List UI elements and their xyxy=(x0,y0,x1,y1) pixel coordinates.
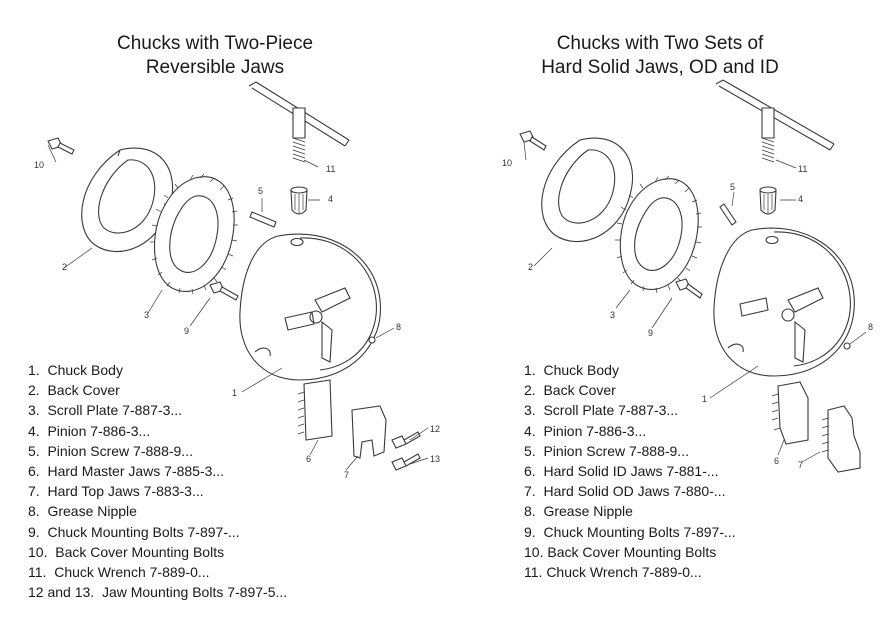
callout-4: 4 xyxy=(798,194,803,204)
title-line: Chucks with Two-Piece xyxy=(116,33,314,54)
callout-9: 9 xyxy=(648,328,653,338)
right-parts-list: 1. Chuck Body 2. Back Cover 3. Scroll Pl… xyxy=(524,360,736,582)
title-line: Reversible Jaws xyxy=(145,57,285,78)
left-parts-list: 1. Chuck Body 2. Back Cover 3. Scroll Pl… xyxy=(28,360,287,602)
grease-nipple-drawing xyxy=(368,336,376,344)
pinion-screw-drawing xyxy=(249,211,277,228)
callout-6: 6 xyxy=(306,454,311,464)
right-diagram-panel: 1 2 3 4 5 6 7 8 9 10 11 Chucks with Two … xyxy=(440,0,880,617)
parts-list-item: 5. Pinion Screw 7-888-9... xyxy=(524,442,689,459)
parts-list-item: 9. Chuck Mounting Bolts 7-897-... xyxy=(524,523,736,540)
parts-list-item: 7. Hard Solid OD Jaws 7-880-... xyxy=(524,483,726,500)
parts-list-item: 5. Pinion Screw 7-888-9... xyxy=(28,442,193,459)
back-cover-bolt-drawing xyxy=(519,130,547,151)
grease-nipple-drawing xyxy=(843,342,851,350)
callout-12: 12 xyxy=(430,424,440,434)
callout-11: 11 xyxy=(798,164,807,174)
left-panel-title: Chucks with Two-Piece Reversible Jaws xyxy=(60,32,370,80)
leader-lines xyxy=(523,141,867,463)
callout-2: 2 xyxy=(528,262,533,272)
id-jaw-drawing xyxy=(771,381,809,445)
chuck-mounting-bolt-drawing xyxy=(209,281,239,301)
callout-5: 5 xyxy=(258,186,263,196)
parts-list-item: 10. Back Cover Mounting Bolts xyxy=(524,543,717,560)
callout-2: 2 xyxy=(62,262,67,272)
callout-4: 4 xyxy=(328,194,333,204)
parts-list-item: 1. Chuck Body xyxy=(28,362,123,378)
callout-3: 3 xyxy=(144,310,149,320)
jaw-bolts-drawing xyxy=(391,431,421,471)
parts-list-item: 11. Chuck Wrench 7-889-0... xyxy=(28,564,210,581)
callout-1: 1 xyxy=(232,388,237,398)
chuck-body-drawing xyxy=(713,227,855,377)
parts-list-item: 6. Hard Solid ID Jaws 7-881-... xyxy=(524,463,719,480)
parts-list-item: 8. Grease Nipple xyxy=(524,503,633,520)
callout-5: 5 xyxy=(730,182,735,192)
parts-list-item: 4. Pinion 7-886-3... xyxy=(28,422,151,439)
parts-list-item: 2. Back Cover xyxy=(524,382,616,399)
pinion-drawing xyxy=(759,186,777,215)
back-cover-drawing xyxy=(541,137,634,243)
parts-list-item: 12 and 13. Jaw Mounting Bolts 7-897-5... xyxy=(28,584,288,601)
callout-numbers: 1 2 3 4 5 6 7 8 9 10 11 12 13 xyxy=(34,160,440,480)
pinion-drawing xyxy=(290,186,308,215)
exploded-view-solid-jaws: 1 2 3 4 5 6 7 8 9 10 11 xyxy=(502,79,873,473)
pinion-screw-drawing xyxy=(719,203,737,226)
callout-7: 7 xyxy=(344,470,349,480)
chuck-mounting-bolt-drawing xyxy=(675,278,703,299)
callout-6: 6 xyxy=(774,456,779,466)
callout-1: 1 xyxy=(702,394,707,404)
callout-11: 11 xyxy=(326,164,335,174)
parts-list-item: 9. Chuck Mounting Bolts 7-897-... xyxy=(28,523,240,540)
parts-list-item: 11. Chuck Wrench 7-889-0... xyxy=(524,564,702,581)
right-panel-title: Chucks with Two Sets of Hard Solid Jaws,… xyxy=(505,32,815,80)
callout-8: 8 xyxy=(396,322,401,332)
chuck-wrench-drawing xyxy=(248,81,350,163)
master-jaw-drawing xyxy=(297,379,333,441)
parts-list-item: 4. Pinion 7-886-3... xyxy=(524,422,647,439)
od-jaw-drawing xyxy=(821,405,861,473)
parts-list-item: 8. Grease Nipple xyxy=(28,503,137,520)
callout-numbers: 1 2 3 4 5 6 7 8 9 10 11 xyxy=(502,158,873,470)
back-cover-bolt-drawing xyxy=(47,137,75,155)
parts-list-item: 10. Back Cover Mounting Bolts xyxy=(28,543,225,560)
callout-10: 10 xyxy=(34,160,44,170)
callout-13: 13 xyxy=(430,454,440,464)
callout-8: 8 xyxy=(868,322,873,332)
parts-list-item: 3. Scroll Plate 7-887-3... xyxy=(524,402,679,419)
parts-list-item: 6. Hard Master Jaws 7-885-3... xyxy=(28,463,225,480)
callout-7: 7 xyxy=(798,460,803,470)
title-line: Hard Solid Jaws, OD and ID xyxy=(541,57,779,78)
leader-lines xyxy=(47,144,429,471)
callout-3: 3 xyxy=(610,310,615,320)
exploded-view-two-piece-jaws: 1 2 3 4 5 6 7 8 9 10 11 12 13 xyxy=(34,81,440,480)
left-diagram-panel: 1 2 3 4 5 6 7 8 9 10 11 12 13 Chucks wit… xyxy=(28,32,440,602)
title-line: Chucks with Two Sets of xyxy=(556,33,764,54)
callout-10: 10 xyxy=(502,158,512,168)
scroll-plate-drawing xyxy=(615,175,702,294)
parts-list-item: 7. Hard Top Jaws 7-883-3... xyxy=(28,483,204,500)
top-jaw-drawing xyxy=(351,405,387,459)
callout-9: 9 xyxy=(184,326,189,336)
parts-list-item: 2. Back Cover xyxy=(28,382,120,399)
parts-list-item: 1. Chuck Body xyxy=(524,362,619,378)
chuck-wrench-drawing xyxy=(715,79,835,163)
parts-list-item: 3. Scroll Plate 7-887-3... xyxy=(28,402,183,419)
scroll-plate-drawing xyxy=(150,173,238,295)
chuck-body-drawing xyxy=(239,233,382,381)
